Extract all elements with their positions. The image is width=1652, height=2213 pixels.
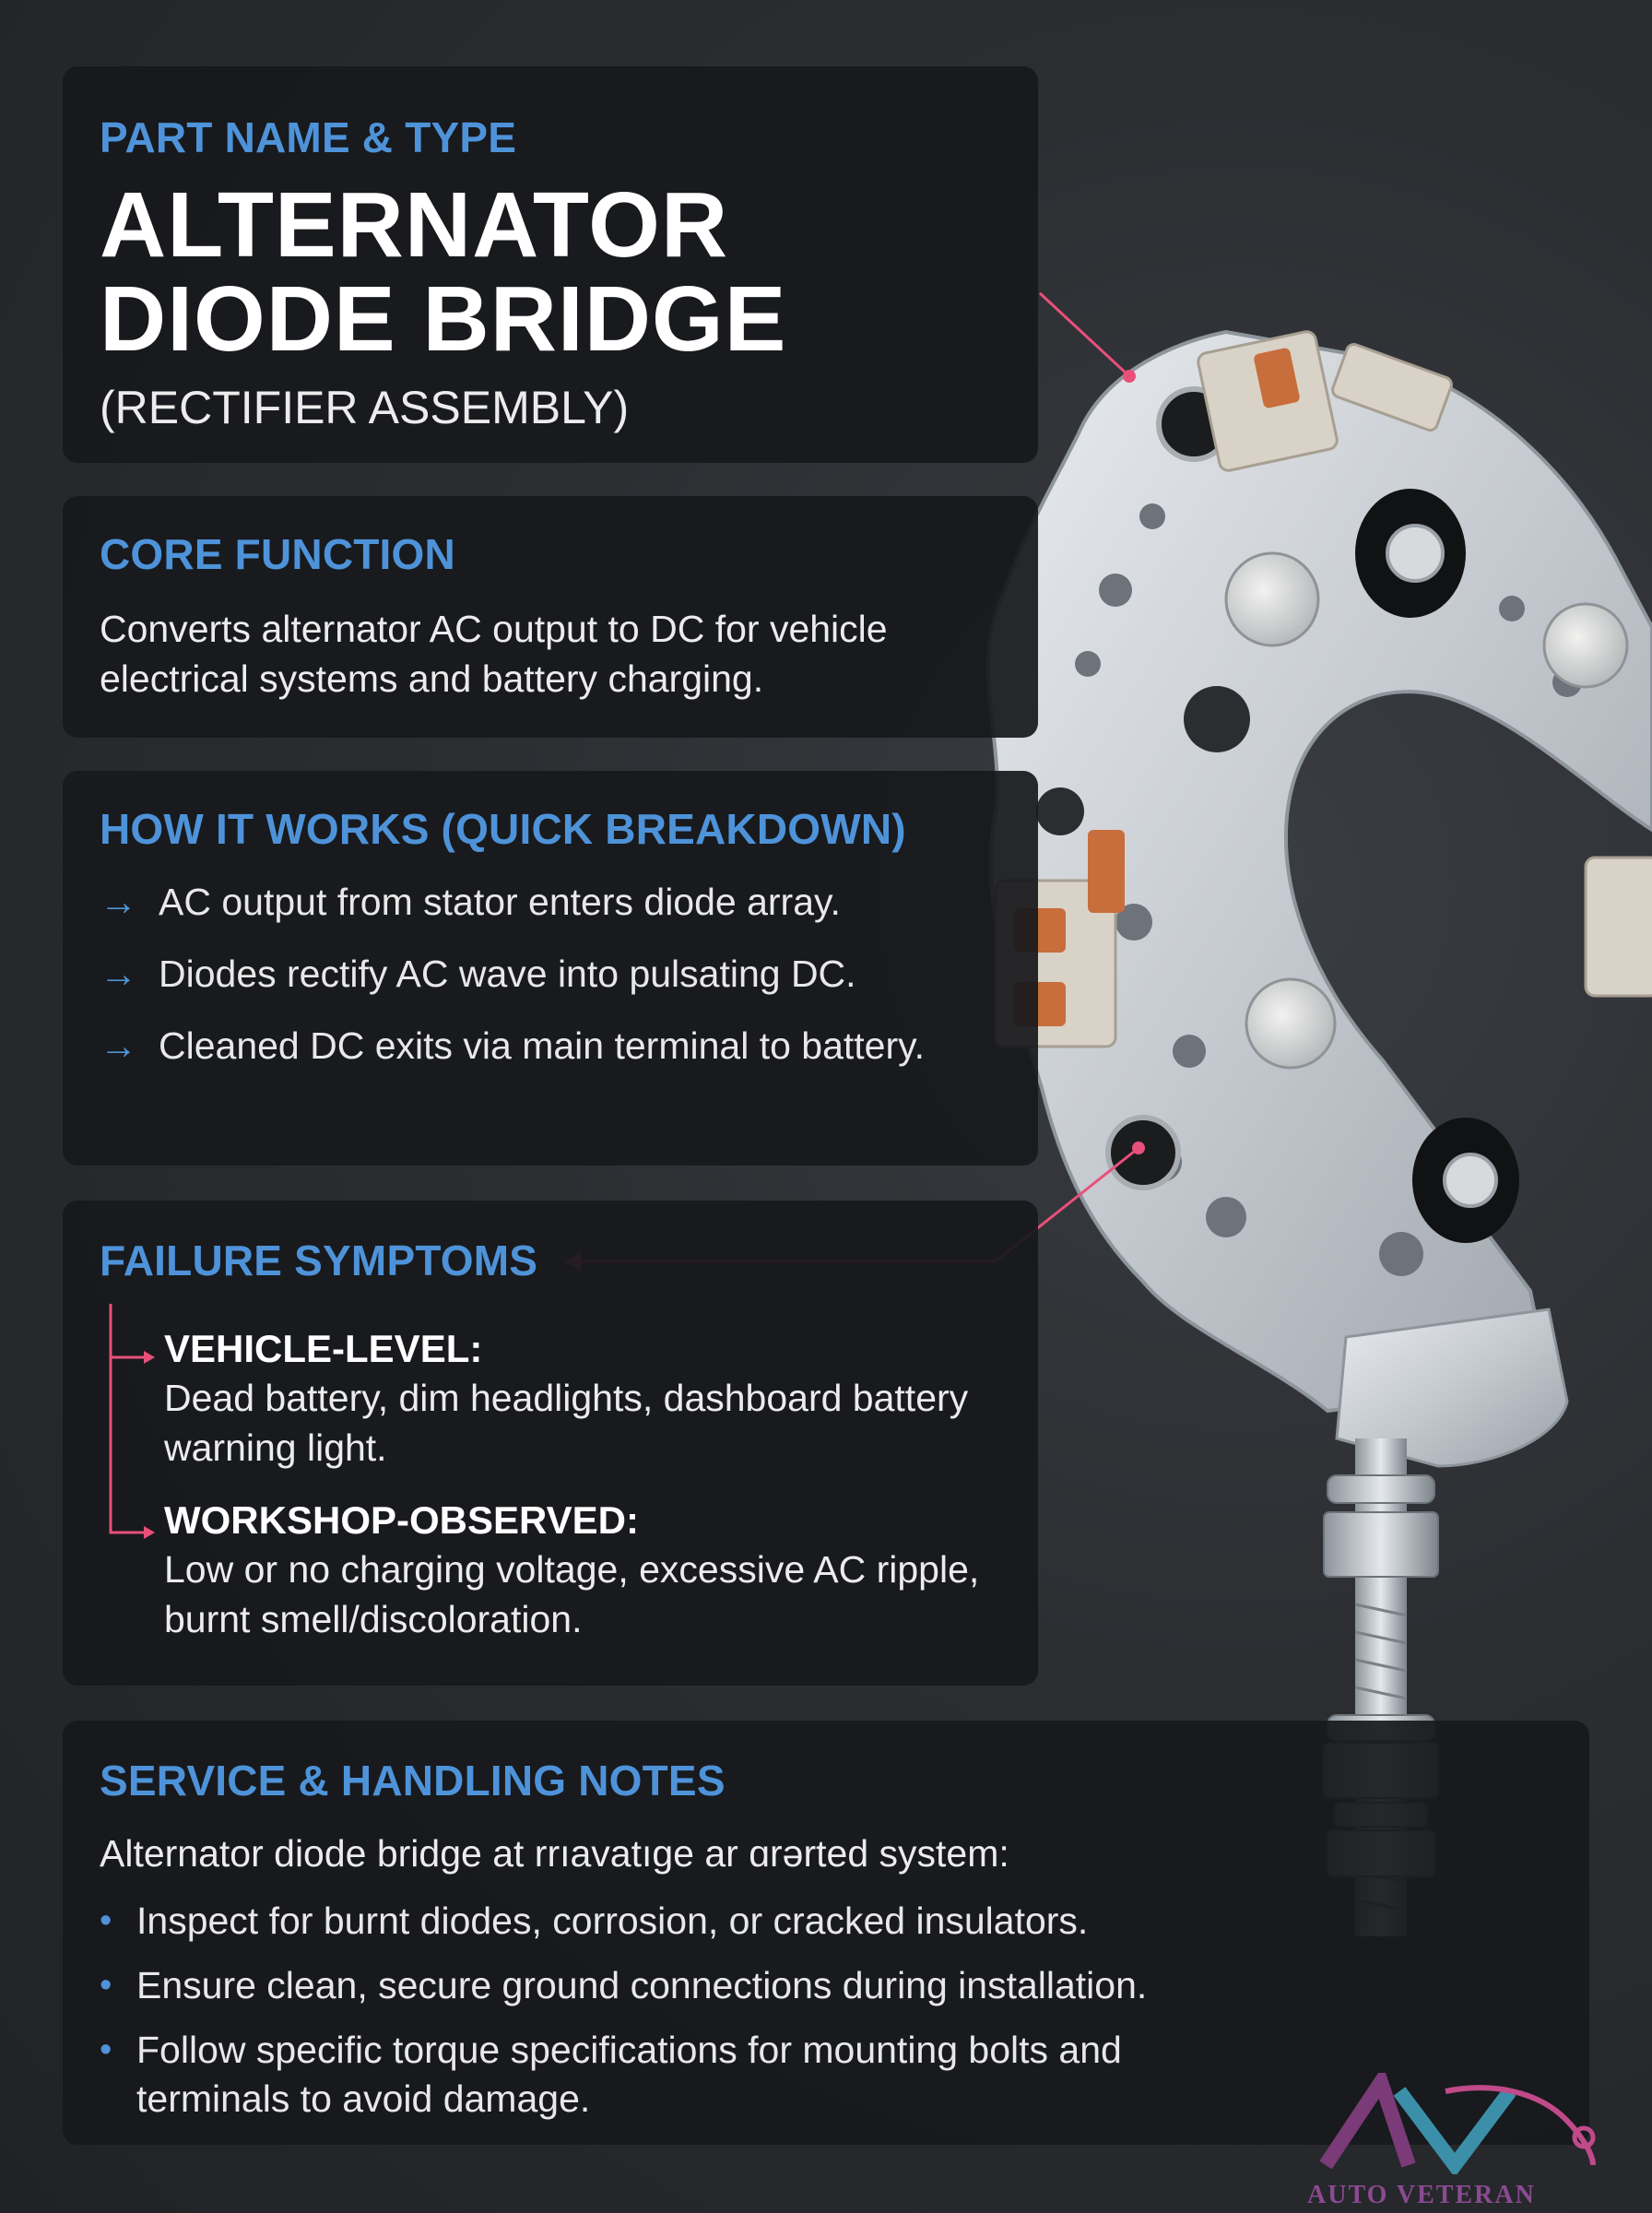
- brand-name: AUTO VETERAN: [1307, 2181, 1536, 2209]
- symptom-list: VEHICLE-LEVEL: Dead battery, dim headlig…: [136, 1325, 1001, 1644]
- arrow-right-icon: →: [100, 1024, 137, 1067]
- service-intro: Alternator diode bridge at rrıavatıge ar…: [100, 1831, 1009, 1875]
- terminal-block-right: [1584, 856, 1652, 998]
- bullet-text: Ensure clean, secure ground connections …: [136, 1963, 1148, 2006]
- tree-connector-icon: [109, 1304, 155, 1539]
- heatsink-plate: [985, 329, 1652, 1468]
- callout-dot-bottom: [1132, 1142, 1145, 1154]
- terminal-block-top: [1197, 330, 1453, 472]
- bullet-icon: •: [100, 1965, 112, 2005]
- symptom-vehicle-level: VEHICLE-LEVEL: Dead battery, dim headlig…: [136, 1325, 1001, 1473]
- bullet-icon: •: [100, 2030, 112, 2069]
- symptom-heading: WORKSHOP-OBSERVED:: [164, 1497, 639, 1542]
- how-it-works-label: HOW IT WORKS (QUICK BREAKDOWN): [100, 805, 906, 853]
- list-item: • Inspect for burnt diodes, corrosion, o…: [100, 1897, 1552, 1946]
- service-notes-panel: SERVICE & HANDLING NOTES Alternator diod…: [63, 1721, 1589, 2145]
- part-name-label: PART NAME & TYPE: [100, 113, 517, 161]
- failure-symptoms-panel: FAILURE SYMPTOMS VEHICLE-LEVEL: Dead bat…: [63, 1201, 1038, 1686]
- symptom-description: Dead battery, dim headlights, dashboard …: [164, 1376, 969, 1469]
- arrow-right-icon: →: [100, 880, 137, 923]
- bullet-icon: •: [100, 1900, 112, 1940]
- arrow-right-icon: →: [100, 952, 137, 995]
- list-item: → Diodes rectify AC wave into pulsating …: [100, 949, 1001, 999]
- how-it-works-steps: → AC output from stator enters diode arr…: [100, 877, 1001, 1071]
- part-name-panel: PART NAME & TYPE ALTERNATOR DIODE BRIDGE…: [63, 66, 1038, 463]
- page-title: ALTERNATOR DIODE BRIDGE: [100, 178, 1001, 366]
- part-subtitle: (RECTIFIER ASSEMBLY): [100, 381, 630, 433]
- title-line-2: DIODE BRIDGE: [100, 266, 787, 371]
- service-notes-label: SERVICE & HANDLING NOTES: [100, 1757, 726, 1805]
- failure-symptoms-label: FAILURE SYMPTOMS: [100, 1237, 538, 1284]
- core-function-text: Converts alternator AC output to DC for …: [100, 607, 888, 700]
- brand-logo: AUTO VETERAN: [1307, 2065, 1621, 2209]
- symptom-heading: VEHICLE-LEVEL:: [164, 1326, 483, 1370]
- step-text: Diodes rectify AC wave into pulsating DC…: [159, 952, 856, 995]
- bullet-text: Inspect for burnt diodes, corrosion, or …: [136, 1899, 1089, 1942]
- title-line-1: ALTERNATOR: [100, 172, 729, 277]
- core-function-panel: CORE FUNCTION Converts alternator AC out…: [63, 496, 1038, 738]
- auto-veteran-logo-icon: [1319, 2065, 1596, 2178]
- core-function-label: CORE FUNCTION: [100, 530, 455, 578]
- list-item: • Follow specific torque specifications …: [100, 2026, 1552, 2124]
- list-item: → Cleaned DC exits via main terminal to …: [100, 1021, 1001, 1071]
- callout-dot-top: [1123, 370, 1136, 383]
- service-bullets: • Inspect for burnt diodes, corrosion, o…: [100, 1897, 1552, 2124]
- bullet-text: Follow specific torque specifications fo…: [136, 2028, 1122, 2120]
- list-item: → AC output from stator enters diode arr…: [100, 877, 1001, 927]
- how-it-works-panel: HOW IT WORKS (QUICK BREAKDOWN) → AC outp…: [63, 771, 1038, 1166]
- symptom-description: Low or no charging voltage, excessive AC…: [164, 1547, 980, 1640]
- step-text: AC output from stator enters diode array…: [159, 880, 841, 923]
- step-text: Cleaned DC exits via main terminal to ba…: [159, 1024, 925, 1067]
- list-item: • Ensure clean, secure ground connection…: [100, 1961, 1552, 2010]
- symptom-workshop-observed: WORKSHOP-OBSERVED: Low or no charging vo…: [136, 1497, 1001, 1644]
